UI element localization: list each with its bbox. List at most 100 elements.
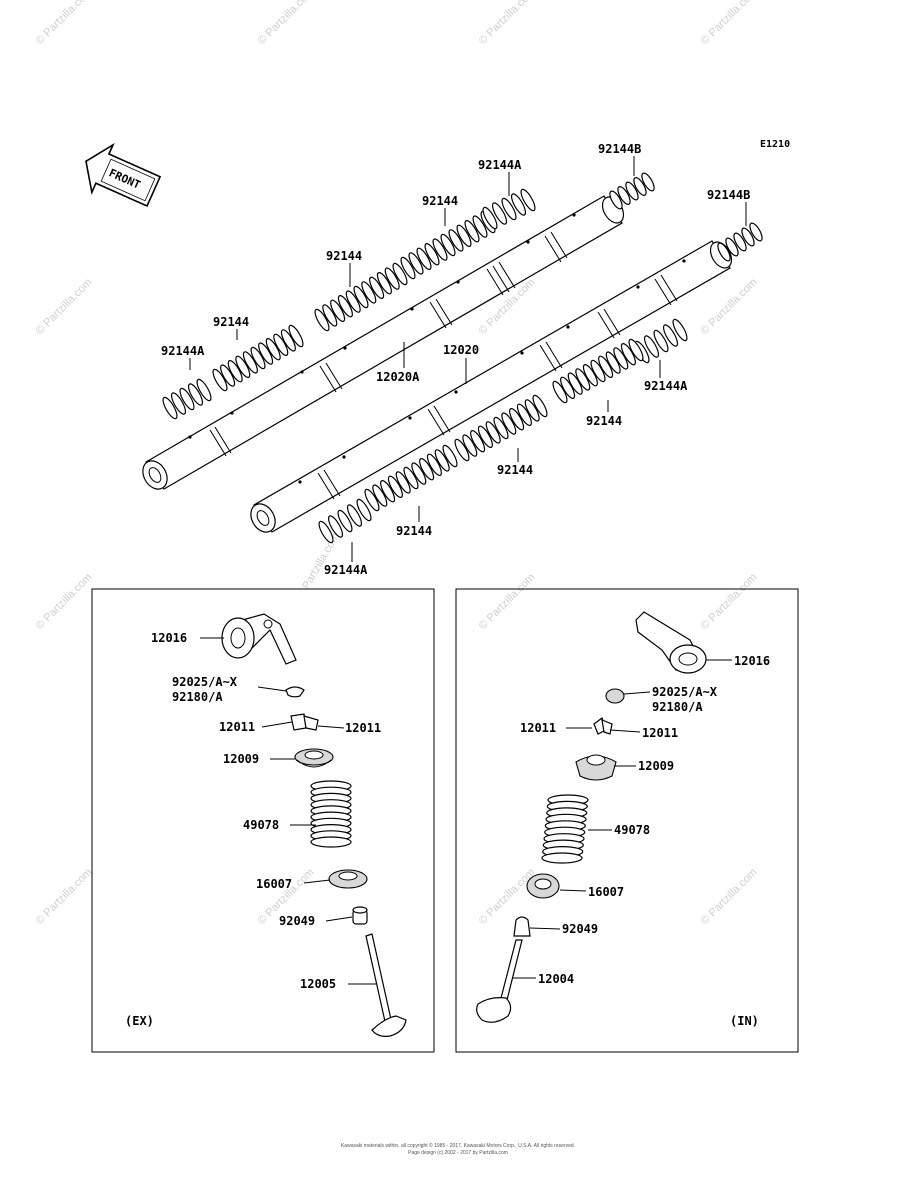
label-92144a: 92144A [161,344,205,358]
ex-label-92025: 92025/A~X [172,675,238,689]
footer-copyright: Kawasaki materials within, all copyright… [341,1142,575,1149]
watermark: © Partzilla.com [477,571,538,632]
watermark: © Partzilla.com [477,0,538,47]
spring-coil [322,304,338,327]
front-arrow-icon: FRONT [85,142,162,208]
spring-coil [212,368,228,392]
in-rocker-arm [635,611,707,674]
spring-coil [392,262,408,286]
in-label-92180: 92180/A [652,700,703,714]
spring-coil [733,232,747,252]
spring-coil [411,462,427,485]
spring-coil [337,509,353,533]
spring-coil [432,238,448,261]
spring-coil [376,272,392,295]
spring-coil [416,247,432,270]
spring-coil [440,233,456,257]
ex-valve-spring [310,780,352,848]
watermark: © Partzilla.com [699,571,760,632]
spring-coil [491,202,508,225]
spring-coil [672,318,688,342]
spring-coil [609,190,623,210]
spring-coil [337,295,353,318]
spring-coil [187,383,204,406]
in-label-49078: 49078 [614,823,650,837]
ex-valve-seal [352,906,368,925]
watermark: © Partzilla.com [34,276,95,337]
spring-coil [477,425,493,448]
spring-coil [380,480,396,503]
watermark: © Partzilla.com [34,866,95,927]
label-92144: 92144 [326,249,362,263]
spring-coil [482,206,498,230]
spring-coil [470,430,486,453]
spring-coil [327,515,344,538]
spring-coil [310,836,352,848]
spring-coil [628,338,644,362]
label-92144b: 92144B [707,188,750,202]
in-label-12004: 12004 [538,972,574,986]
spring-coil [541,852,583,864]
spring-coil [434,449,450,472]
in-label-12011-left: 12011 [520,721,556,735]
spring-coil [501,197,517,221]
ex-adjuster-cap [285,686,305,698]
ex-label-12005: 12005 [300,977,336,991]
spring-coil [384,267,400,290]
watermark: © Partzilla.com [699,276,760,337]
label-12020a: 12020A [376,370,420,384]
spring-coil [330,299,346,322]
in-tag: (IN) [730,1014,759,1028]
ex-label-92049: 92049 [279,914,315,928]
ex-label-16007: 16007 [256,877,292,891]
spring-coil [227,360,243,383]
ex-label-12009: 12009 [223,752,259,766]
label-92144: 92144 [586,414,622,428]
in-label-92049: 92049 [562,922,598,936]
top-labels: 92144B 92144B 92144A 92144 92144 92144 9… [161,142,750,577]
spring-coil [369,276,385,299]
in-spring-seat [526,873,560,899]
spring-coil [400,256,416,280]
spring-coil [280,329,296,352]
spring-coil [590,359,606,383]
spring-coil [575,368,591,391]
spring-coil [741,227,755,247]
spring-coil [552,380,568,404]
footer-credit: Page design (c) 2002 - 2017 by Partzilla… [408,1150,508,1156]
in-valve-seal [513,916,531,937]
ex-valve-keepers [290,713,319,731]
spring-coil [345,290,361,313]
spring-coil [509,408,525,431]
in-label-12009: 12009 [638,759,674,773]
spring-coil [318,520,334,544]
ex-retainer [294,748,334,768]
spring-coil [464,220,480,243]
spring-coil [356,498,372,522]
spring-coil [250,346,266,370]
label-92144: 92144 [422,194,458,208]
spring-coil [653,329,669,353]
spring-coil [179,387,195,411]
in-valve [476,939,523,1023]
spring-coil [353,285,369,309]
spring-coil [162,396,178,420]
shaft-springs [162,172,763,544]
in-label-12016: 12016 [734,654,770,668]
ex-rocker-arm [221,613,297,665]
spring-coil [314,308,330,332]
watermark-layer: © Partzilla.com © Partzilla.com © Partzi… [34,0,760,927]
spring-coil [501,412,517,435]
in-valve-spring [541,794,589,864]
spring-coil [633,177,647,196]
spring-coil [749,222,763,242]
spring-coil [424,243,440,266]
spring-coil [408,252,424,275]
intake-panel: 12016 92025/A~X 92180/A 12011 12011 1200… [455,588,799,1053]
spring-coil [567,372,583,395]
in-valve-keepers [593,717,613,735]
spring-coil [510,193,527,216]
spring-coil [456,224,472,247]
spring-coil [448,229,464,252]
watermark: © Partzilla.com [34,0,95,47]
